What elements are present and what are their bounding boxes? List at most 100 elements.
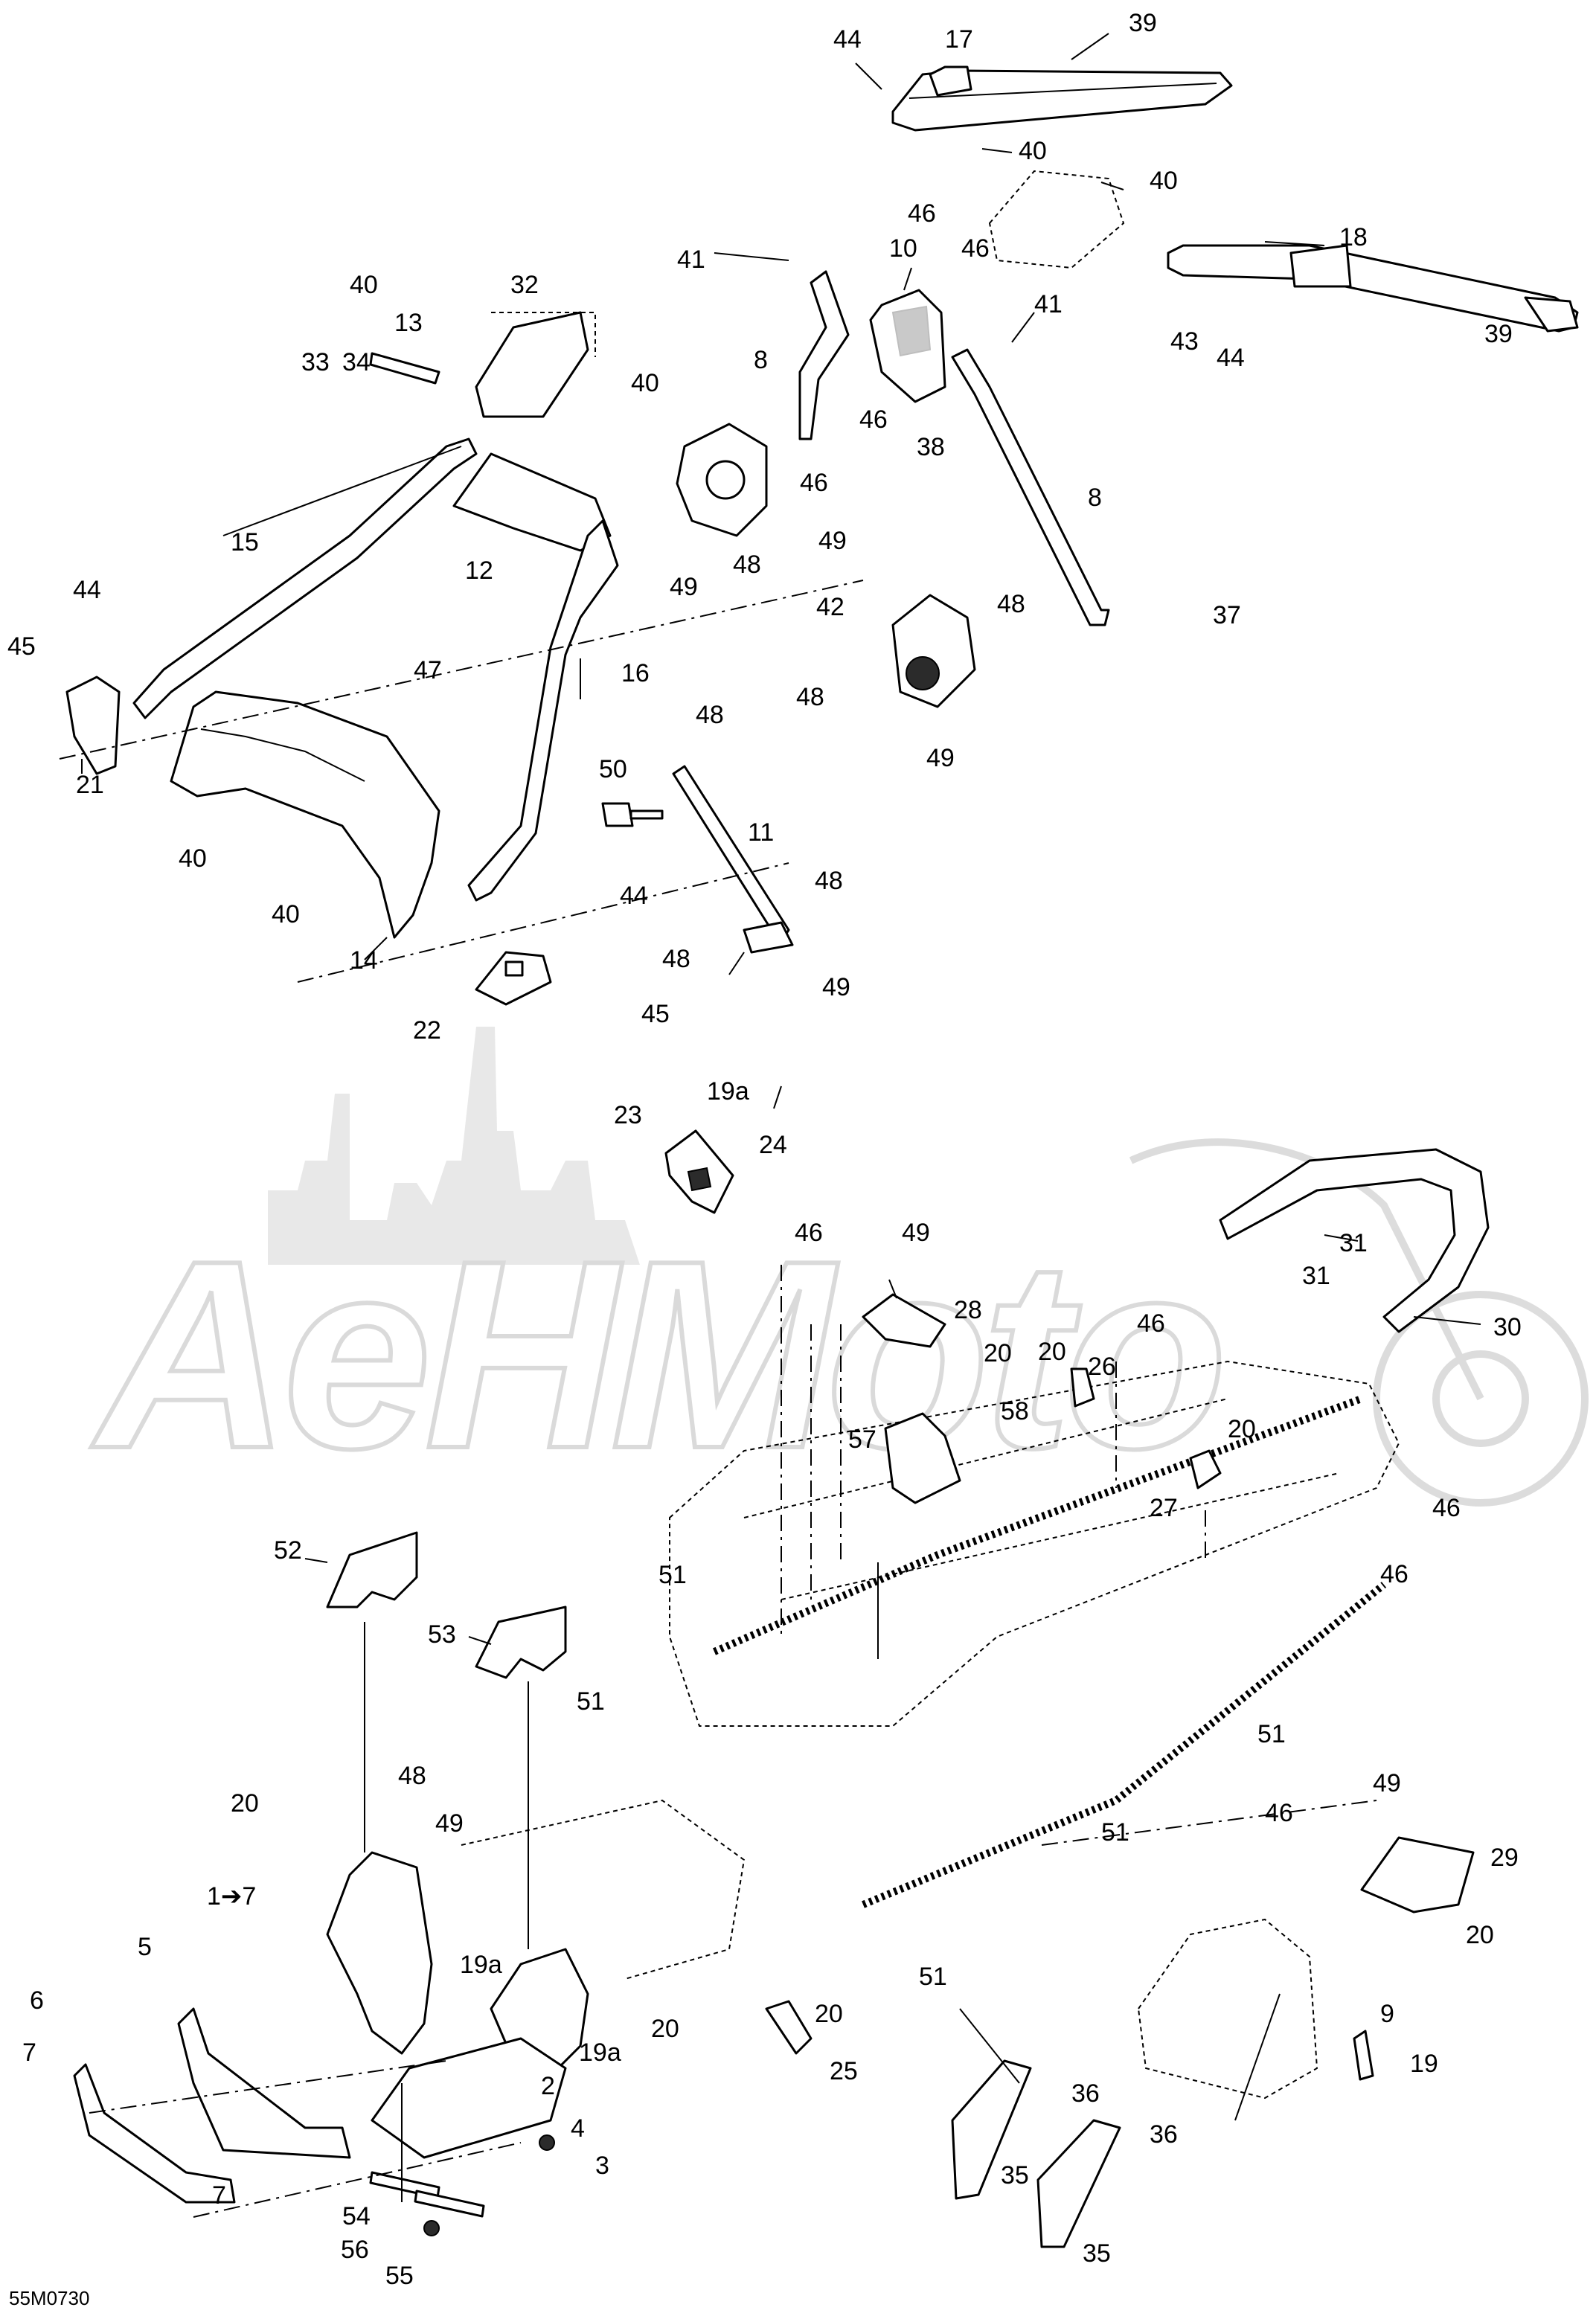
callout-7: 7 [212, 2181, 226, 2210]
callout-37: 37 [1213, 601, 1241, 629]
callout-48: 48 [662, 945, 690, 973]
callout-36: 36 [1150, 2120, 1178, 2149]
callout-3: 3 [595, 2152, 609, 2180]
callout-41: 41 [677, 246, 705, 274]
callout-9: 9 [1380, 2000, 1394, 2028]
callout-58: 58 [1001, 1397, 1029, 1425]
callout-49: 49 [670, 573, 698, 601]
part-35-slide-b [1036, 2119, 1121, 2248]
callout-20: 20 [1228, 1415, 1256, 1443]
callout-18: 18 [1339, 223, 1368, 251]
callout-12: 12 [465, 556, 493, 585]
part-53-block [475, 1606, 567, 1679]
callout-54: 54 [342, 2202, 371, 2230]
callout-43: 43 [1170, 327, 1199, 356]
callout-17: 17 [945, 25, 973, 54]
figure-code: 55M0730 [9, 2287, 89, 2309]
track-chain [713, 1395, 1387, 1908]
callout-51: 51 [919, 1963, 947, 1991]
callout-46: 46 [1265, 1799, 1293, 1827]
callout-6: 6 [30, 1986, 44, 2015]
callout-19a: 19a [460, 1951, 502, 1979]
callout-20: 20 [984, 1339, 1012, 1367]
callout-28: 28 [954, 1296, 982, 1324]
callout-21: 21 [76, 771, 104, 799]
callout-51: 51 [1101, 1818, 1129, 1847]
callout-51: 51 [1257, 1720, 1286, 1748]
callout-20: 20 [1466, 1921, 1494, 1949]
callout-44: 44 [73, 576, 101, 604]
callout-53: 53 [428, 1620, 456, 1649]
callout-19a: 19a [707, 1077, 749, 1106]
callout-51: 51 [577, 1687, 605, 1716]
callout-49: 49 [926, 744, 955, 772]
part-16-frame-tube [467, 519, 619, 902]
callout-40: 40 [350, 271, 378, 299]
callout-48: 48 [796, 683, 824, 711]
callout-46: 46 [1432, 1494, 1461, 1522]
callout-48: 48 [997, 590, 1025, 618]
callout-19a: 19a [579, 2038, 621, 2067]
callout-36: 36 [1071, 2079, 1100, 2108]
callout-45: 45 [7, 632, 36, 661]
callout-55: 55 [385, 2262, 414, 2290]
callout-39: 39 [1129, 9, 1157, 37]
callout-48: 48 [815, 867, 843, 895]
leader-lines [81, 33, 1481, 2202]
axis-lines [59, 580, 1377, 2218]
callout-46: 46 [800, 469, 828, 497]
callout-44: 44 [833, 25, 862, 54]
callout-13: 13 [394, 309, 423, 337]
callout-40: 40 [1019, 137, 1047, 165]
callout-44: 44 [620, 882, 648, 910]
callout-40: 40 [1150, 167, 1178, 195]
part-15-frame-tube [132, 437, 478, 719]
callout-51: 51 [658, 1561, 687, 1589]
part-22-bracket [475, 951, 552, 1006]
callout-48: 48 [398, 1762, 426, 1790]
callout-20: 20 [1038, 1338, 1066, 1366]
callout-46: 46 [859, 405, 888, 434]
watermark: AeHMoto [86, 1027, 1589, 1507]
callout-31: 31 [1302, 1262, 1330, 1290]
part-26-tab [1070, 1367, 1095, 1408]
callout-32: 32 [510, 271, 539, 299]
callout-14: 14 [350, 946, 378, 975]
part-9-tab [1353, 2030, 1374, 2081]
callout-31: 31 [1339, 1229, 1368, 1257]
callout-49: 49 [822, 973, 850, 1001]
callout-40: 40 [631, 369, 659, 397]
part-29-bracket [1360, 1836, 1475, 1914]
callout-48: 48 [696, 701, 724, 729]
part-13-plate [475, 311, 596, 418]
part-23-bracket [664, 1129, 734, 1214]
callout-52: 52 [274, 1536, 302, 1565]
callout-46: 46 [1137, 1309, 1165, 1338]
part-25-clip [765, 2000, 813, 2055]
callout-35: 35 [1001, 2161, 1029, 2190]
callout-1-7: 1➔7 [207, 1882, 256, 1911]
callout-46: 46 [908, 199, 936, 228]
callout-labels: 44 17 39 40 40 18 43 44 39 41 10 46 46 4… [7, 9, 1522, 2290]
callout-49: 49 [1373, 1769, 1401, 1797]
callout-22: 22 [413, 1016, 441, 1045]
callout-41: 41 [1034, 290, 1063, 318]
callout-46: 46 [961, 234, 990, 263]
callout-57: 57 [848, 1425, 876, 1454]
callout-26: 26 [1088, 1353, 1116, 1381]
callout-29: 29 [1490, 1844, 1519, 1872]
callout-8: 8 [754, 346, 768, 374]
callout-2: 2 [541, 2072, 555, 2100]
callout-48: 48 [733, 551, 761, 579]
callout-44: 44 [1217, 344, 1245, 372]
callout-10: 10 [889, 234, 917, 263]
callout-8: 8 [1088, 484, 1102, 512]
callout-30: 30 [1493, 1313, 1522, 1341]
callout-25: 25 [830, 2057, 858, 2085]
callout-20: 20 [815, 2000, 843, 2028]
part-1-7-front-assembly [326, 1799, 746, 2159]
part-8-left-arm [798, 270, 850, 440]
part-52-block [326, 1531, 418, 1608]
side-panel [1137, 1918, 1318, 2100]
